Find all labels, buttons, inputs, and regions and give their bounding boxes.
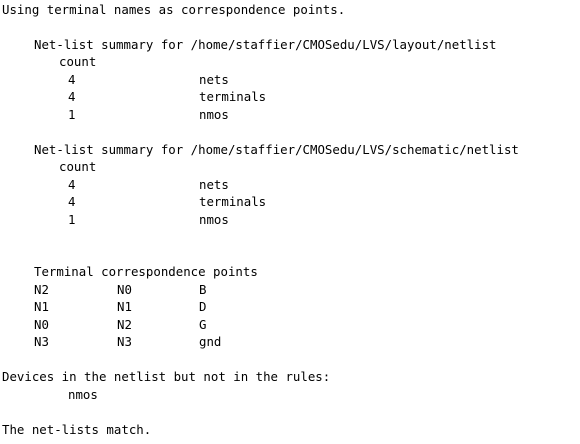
terminal-name: G <box>199 317 207 332</box>
schematic-terminal: N0 <box>117 282 132 297</box>
terminal-name: D <box>199 299 207 314</box>
terminal-name: gnd <box>199 334 222 349</box>
layout-count-label: terminals <box>199 89 267 104</box>
layout-terminal: N3 <box>34 334 49 349</box>
schematic-terminal: N2 <box>117 317 132 332</box>
schematic-summary-title: Net-list summary for /home/staffier/CMOS… <box>34 142 519 157</box>
schematic-count-value: 1 <box>68 212 76 227</box>
terminal-name: B <box>199 282 207 297</box>
schematic-count-label: nmos <box>199 212 229 227</box>
layout-count-label: nmos <box>199 107 229 122</box>
report-header: Using terminal names as correspondence p… <box>2 2 346 17</box>
schematic-count-header: count <box>59 159 97 174</box>
layout-terminal: N1 <box>34 299 49 314</box>
layout-count-value: 4 <box>68 89 76 104</box>
lvs-result: The net-lists match. <box>2 422 152 437</box>
schematic-count-label: nets <box>199 177 229 192</box>
schematic-count-value: 4 <box>68 194 76 209</box>
layout-count-value: 1 <box>68 107 76 122</box>
layout-terminal: N2 <box>34 282 49 297</box>
schematic-terminal: N1 <box>117 299 132 314</box>
schematic-count-value: 4 <box>68 177 76 192</box>
layout-summary-title: Net-list summary for /home/staffier/CMOS… <box>34 37 497 52</box>
correspondence-title: Terminal correspondence points <box>34 264 258 279</box>
layout-terminal: N0 <box>34 317 49 332</box>
layout-count-value: 4 <box>68 72 76 87</box>
layout-count-label: nets <box>199 72 229 87</box>
unmatched-device-item: nmos <box>68 387 98 402</box>
unmatched-devices-title: Devices in the netlist but not in the ru… <box>2 369 331 384</box>
layout-count-header: count <box>59 54 97 69</box>
schematic-terminal: N3 <box>117 334 132 349</box>
schematic-count-label: terminals <box>199 194 267 209</box>
